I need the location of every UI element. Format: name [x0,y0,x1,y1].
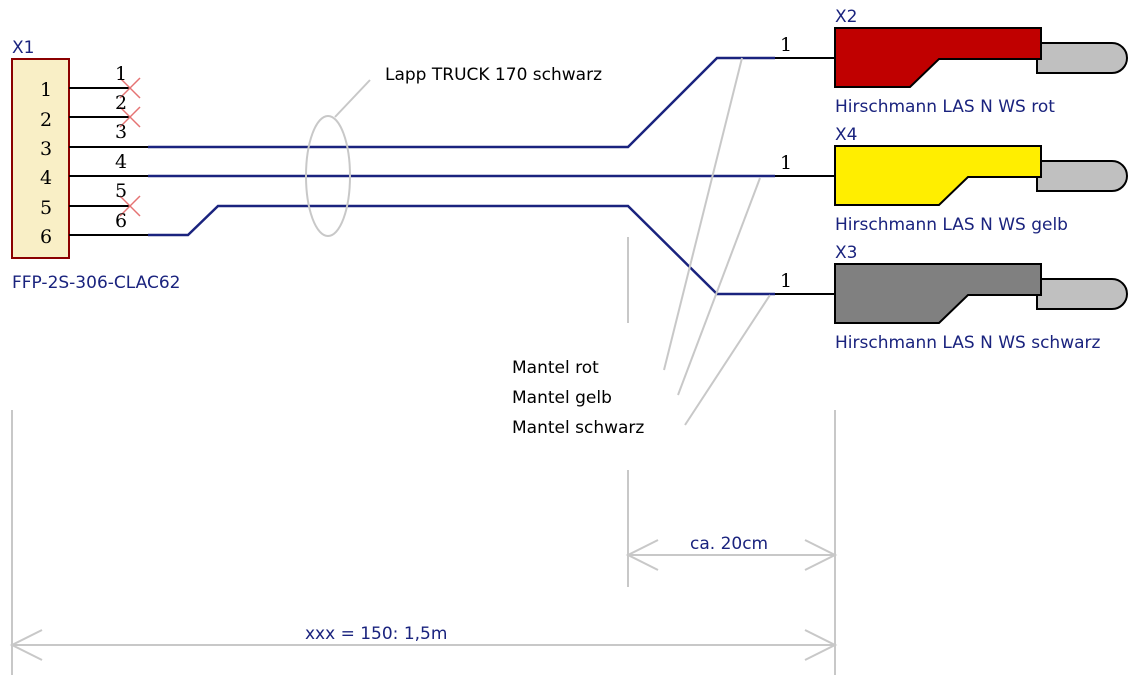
wire-6-to-x3 [148,204,775,296]
dimension-total-label: xxx = 150: 1,5m [305,624,447,644]
x3-plug-body [834,263,1042,324]
x1-pin-1: 1 [40,79,52,101]
plug-leads [775,57,835,295]
plug-x3: X3 Hirschmann LAS N WS schwarz [834,243,1128,353]
cable-leader-line [334,79,371,118]
x4-ref: X4 [835,125,857,145]
cable-wires [148,56,775,296]
plug-x2: X2 Hirschmann LAS N WS rot [834,7,1128,117]
x3-plug-pin [1036,278,1128,310]
dimension-short-label: ca. 20cm [690,534,768,554]
x3-label: Hirschmann LAS N WS schwarz [835,333,1101,353]
wire-number-1: 1 [115,63,127,85]
x4-plug-body [834,145,1042,206]
sheath-label-black: Mantel schwarz [512,418,644,438]
wire-number-2: 2 [115,92,127,114]
x1-connector-body [11,58,70,259]
x1-pin-3: 3 [40,138,52,160]
dimension-lines [9,237,838,675]
x4-pin: 1 [780,152,792,174]
cable-label: Lapp TRUCK 170 schwarz [385,65,602,85]
sheath-label-yellow: Mantel gelb [512,388,612,408]
x1-pin-stubs [69,87,148,236]
x3-pin: 1 [780,270,792,292]
x1-pin-5: 5 [40,197,52,219]
unused-pin-markers [119,77,141,217]
x1-ref: X1 [12,38,34,58]
x2-plug-body [834,27,1042,88]
x1-pin-4: 4 [40,167,52,189]
wire-number-4: 4 [115,151,127,173]
x3-ref: X3 [835,243,857,263]
x4-plug-pin [1036,160,1128,192]
sheath-leaders [663,57,771,426]
x4-label: Hirschmann LAS N WS gelb [835,215,1068,235]
x1-pin-2: 2 [40,109,52,131]
sheath-label-red: Mantel rot [512,358,599,378]
x2-plug-pin [1036,42,1128,74]
x1-part-number: FFP-2S-306-CLAC62 [12,273,180,293]
wire-number-5: 5 [115,180,127,202]
wire-number-3: 3 [115,121,127,143]
wire-number-6: 6 [115,210,127,232]
x1-pin-6: 6 [40,226,52,248]
x2-pin: 1 [780,34,792,56]
plug-x4: X4 Hirschmann LAS N WS gelb [834,125,1128,235]
x2-ref: X2 [835,7,857,27]
wire-3-to-x2 [148,56,775,149]
cable-bundle-ellipse [305,115,351,237]
x2-label: Hirschmann LAS N WS rot [835,97,1055,117]
